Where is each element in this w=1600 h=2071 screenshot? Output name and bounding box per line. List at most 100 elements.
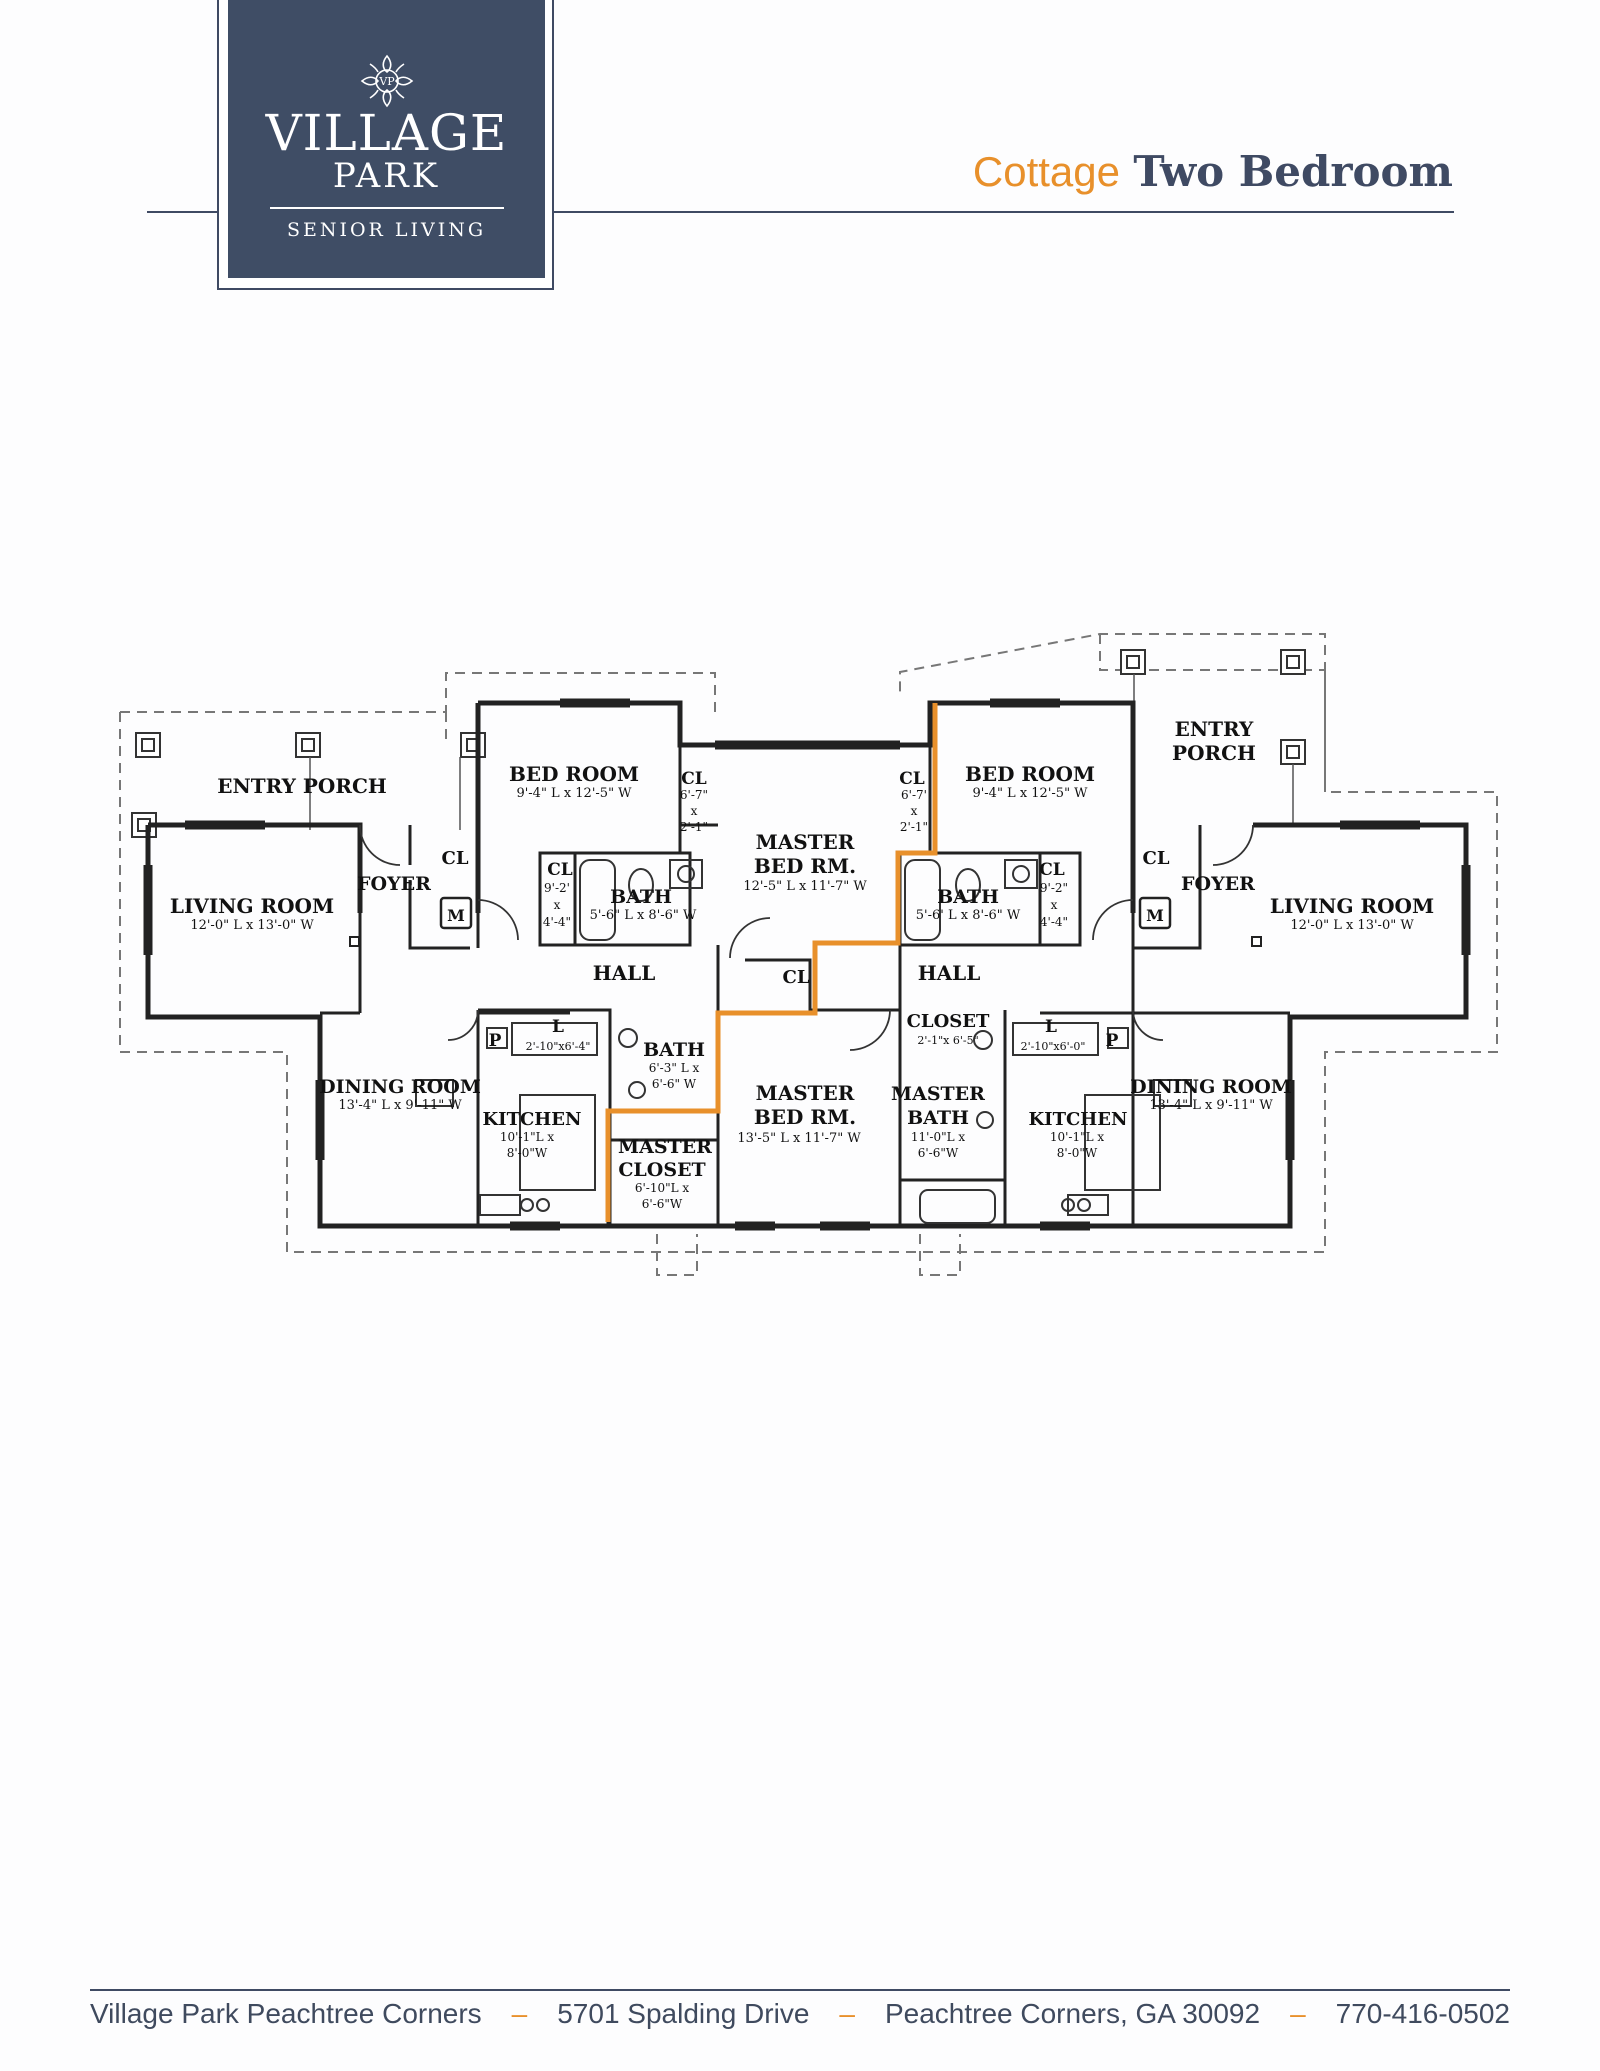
right-dining-room-dim: 13'-4" L x 9'-11" W [1149, 1098, 1273, 1113]
left-bed-closet-dim1: 6'-7" [680, 788, 708, 802]
footer-separator: – [839, 1998, 855, 2029]
door-swings [359, 824, 1254, 1051]
right-bed-room-label: BED ROOM [965, 762, 1095, 786]
right-laundry-label: L [1045, 1017, 1057, 1037]
footer-city: Peachtree Corners, GA 30092 [884, 1998, 1261, 2029]
logo-monogram: VP [378, 75, 395, 88]
right-kitchen-dim2: 8'-0"W [1057, 1146, 1098, 1160]
right-closet-label: CLOSET [907, 1011, 990, 1032]
right-bed-closet-dim3: 2'-1" [900, 820, 928, 834]
left-foyer-label: FOYER [357, 873, 431, 895]
right-laundry-dim: 2'-10"x6'-0" [1021, 1040, 1086, 1053]
right-living-room-dim: 12'-0" L x 13'-0" W [1290, 918, 1414, 933]
left-living-room-label: LIVING ROOM [170, 894, 334, 918]
left-living-room-dim: 12'-0" L x 13'-0" W [190, 918, 314, 933]
right-pantry-label: P [1106, 1031, 1119, 1051]
right-master-bath-dim2: 6'-6"W [918, 1146, 959, 1160]
floor-plan: M M ENTRY PORCH LIVING ROOM 12'-0" L x 1… [119, 633, 1498, 1276]
left-laundry-dim: 2'-10"x6'-4" [526, 1040, 591, 1053]
left-entry-porch-label: ENTRY PORCH [217, 774, 387, 798]
left-bath-closet-label: CL [547, 860, 573, 880]
left-master-bath-label: BATH [643, 1039, 705, 1061]
unit-divider-line [605, 703, 938, 1222]
left-pantry-label: P [489, 1031, 502, 1051]
logo-tagline: SENIOR LIVING [286, 219, 487, 241]
right-bed-closet-dim1: 6'-7' [901, 788, 927, 802]
vp-emblem-icon: VP [360, 54, 414, 108]
left-dining-room-label: DINING ROOM [319, 1076, 481, 1098]
right-mech-label: M [1146, 906, 1164, 925]
left-bed-closet-label: CL [681, 769, 707, 789]
right-dining-room-label: DINING ROOM [1130, 1076, 1292, 1098]
left-bath-label: BATH [610, 886, 672, 908]
page-title: Cottage Two Bedroom [973, 148, 1453, 196]
footer-address: 5701 Spalding Drive [557, 1998, 810, 2029]
left-hall-closet-label: CL [783, 967, 810, 988]
left-kitchen-dim2: 8'-0"W [507, 1146, 548, 1160]
left-kitchen-label: KITCHEN [483, 1109, 582, 1130]
right-bath-closet-dim1: 9'-2" [1040, 881, 1068, 895]
footer-phone: 770-416-0502 [1335, 1998, 1510, 2029]
right-foyer-label: FOYER [1181, 873, 1255, 895]
left-hall-label: HALL [593, 961, 656, 985]
windows [143, 698, 1471, 1231]
left-master-bath-dim1: 6'-3" L x [649, 1061, 700, 1075]
left-laundry-label: L [552, 1017, 564, 1037]
left-foyer-closet-label: CL [442, 848, 469, 869]
left-master-bed-dim: 13'-5" L x 11'-7" W [737, 1131, 861, 1146]
left-master-closet-dim1: 6'-10"L x [635, 1181, 690, 1195]
footer-separator: – [511, 1998, 528, 2029]
footer-rule [90, 1989, 1510, 1991]
roof-outline [119, 633, 1498, 1276]
page-title-bold: Two Bedroom [1133, 147, 1453, 196]
right-master-bed-dim: 12'-5" L x 11'-7" W [743, 879, 867, 894]
logo-badge: VP VILLAGE PARK SENIOR LIVING [228, 0, 545, 278]
left-bath-closet-dim3: 4'-4" [543, 915, 571, 929]
left-bed-room-dim: 9'-4" L x 12'-5" W [516, 786, 632, 801]
left-bath-closet-dim1: 9'-2' [544, 881, 570, 895]
page-title-light: Cottage [972, 148, 1121, 195]
header-rule-right [554, 211, 1454, 213]
right-bath-closet-dim2: x [1051, 898, 1058, 912]
logo-name-line2: PARK [332, 156, 441, 196]
right-master-bath-label2: BATH [907, 1107, 969, 1129]
right-master-bed-label2: BED RM. [754, 854, 856, 878]
logo-name-line1: VILLAGE [265, 104, 508, 162]
right-hall-label: HALL [918, 961, 981, 985]
left-bath-dim: 5'-6" L x 8'-6" W [590, 908, 697, 923]
left-kitchen-dim1: 10'-1"L x [500, 1130, 555, 1144]
right-kitchen-label: KITCHEN [1029, 1109, 1128, 1130]
footer-community: Village Park Peachtree Corners [90, 1998, 482, 2029]
right-bed-closet-label: CL [899, 769, 925, 789]
left-dining-room-dim: 13'-4" L x 9'-11" W [338, 1098, 462, 1113]
right-master-bath-label1: MASTER [891, 1083, 985, 1105]
right-bath-closet-label: CL [1039, 860, 1065, 880]
left-master-bath-dim2: 6'-6" W [652, 1077, 697, 1091]
right-entry-porch-label2: PORCH [1172, 741, 1256, 765]
left-bed-room-label: BED ROOM [509, 762, 639, 786]
logo-divider [270, 207, 504, 209]
left-bed-closet-dim2: x [691, 804, 698, 818]
right-kitchen-dim1: 10'-1"L x [1050, 1130, 1105, 1144]
fixtures [415, 859, 1192, 1224]
left-bed-closet-dim3: 2'-1" [680, 820, 708, 834]
footer: Village Park Peachtree Corners – 5701 Sp… [90, 1998, 1510, 2030]
left-bath-closet-dim2: x [554, 898, 561, 912]
right-closet-dim: 2'-1"x 6'-5" [917, 1034, 978, 1047]
header-rule-left [147, 211, 217, 213]
logo: VP VILLAGE PARK SENIOR LIVING [217, 0, 554, 290]
left-master-closet-label1: MASTER [618, 1136, 712, 1158]
right-master-bath-dim1: 11'-0"L x [911, 1130, 966, 1144]
footer-separator: – [1290, 1998, 1306, 2029]
right-bath-closet-dim3: 4'-4" [1040, 915, 1068, 929]
right-entry-porch-label1: ENTRY [1175, 717, 1254, 741]
left-master-bed-label1: MASTER [756, 1081, 855, 1105]
right-foyer-closet-label: CL [1143, 848, 1170, 869]
left-master-closet-label2: CLOSET [618, 1159, 705, 1181]
left-mech-label: M [447, 906, 465, 925]
left-master-bed-label2: BED RM. [754, 1105, 856, 1129]
right-bath-label: BATH [937, 886, 999, 908]
right-bed-room-dim: 9'-4" L x 12'-5" W [972, 786, 1088, 801]
right-bath-dim: 5'-6' L x 8'-6" W [916, 908, 1021, 923]
right-bed-closet-dim2: x [911, 804, 918, 818]
